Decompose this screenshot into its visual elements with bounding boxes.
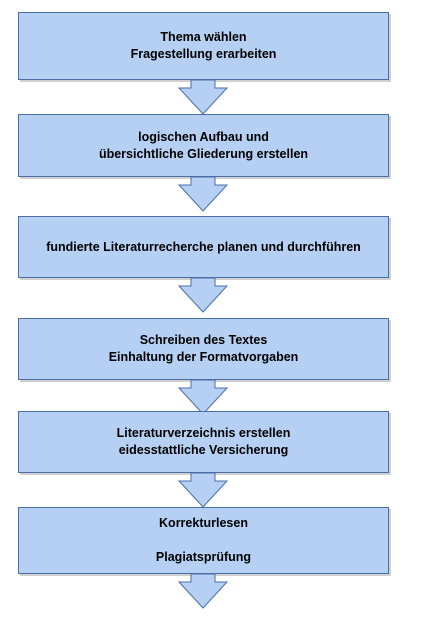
step-4-line-1: Schreiben des Textes [139,333,268,347]
step-3-box: fundierte Literaturrecherche planen und … [18,216,389,278]
step-3-line-1: fundierte Literaturrecherche planen und … [46,239,361,254]
step-6-line-1: Korrekturlesen [159,516,248,530]
step-2-line-2: übersichtliche Gliederung erstellen [98,146,309,161]
step-6-box: Korrekturlesen Plagiatsprüfung [18,507,389,574]
arrow-down-icon [177,176,229,213]
step-2-line-1: logischen Aufbau und [138,129,269,144]
step-1-line-2: Fragestellung erarbeiten [130,47,277,61]
step-1-line-1: Thema wählen [160,30,247,44]
step-4-box: Schreiben des Textes Einhaltung der Form… [18,318,389,380]
arrow-down-icon [177,472,229,509]
step-2-box: logischen Aufbau und übersichtliche Glie… [18,114,389,177]
arrow-down-icon [177,277,229,314]
arrow-down-icon [177,573,229,610]
arrow-down-icon [177,379,229,416]
step-5-line-1: Literaturverzeichnis erstellen [116,426,291,440]
arrow-down-icon [177,79,229,116]
step-4-line-2: Einhaltung der Formatvorgaben [108,350,299,364]
step-1-box: Thema wählen Fragestellung erarbeiten [18,12,389,80]
step-5-line-2: eidesstattliche Versicherung [118,443,289,457]
step-5-box: Literaturverzeichnis erstellen eidesstat… [18,411,389,473]
step-6-line-3: Plagiatsprüfung [155,550,252,564]
